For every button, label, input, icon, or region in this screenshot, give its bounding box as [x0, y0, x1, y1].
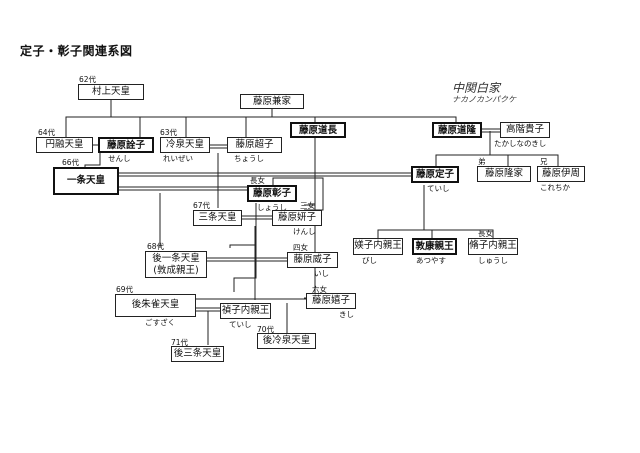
person-gosanjo: 後三条天皇	[171, 346, 224, 362]
rank-label: 兄	[540, 157, 548, 166]
reading-label: あつやす	[416, 256, 446, 265]
handwritten-reading: ナカノカンパクケ	[452, 95, 516, 104]
reading-label: これちか	[540, 183, 570, 192]
order-label: 66代	[62, 158, 80, 167]
order-label: 69代	[116, 285, 134, 294]
person-takaie: 藤原隆家	[477, 166, 531, 182]
person-reizei: 冷泉天皇	[160, 137, 210, 153]
rank-label: 長女	[250, 176, 265, 185]
order-label: 71代	[171, 338, 189, 347]
person-atsuyasu: 敦康親王	[412, 238, 457, 255]
person-goichijo-name: 後一条天皇	[152, 253, 200, 264]
reading-label: しゅうし	[478, 256, 508, 265]
reading-label: れいぜい	[163, 154, 193, 163]
reading-label: せんし	[108, 154, 131, 163]
person-teishi-naishinno: 禎子内親王	[220, 303, 271, 319]
reading-label: ちょうし	[234, 154, 264, 163]
order-label: 64代	[38, 128, 56, 137]
person-ichijo: 一条天皇	[53, 167, 119, 195]
order-label: 63代	[160, 128, 178, 137]
handwritten-note: 中関白家	[452, 81, 501, 95]
page-title: 定子・彰子関連系図	[20, 44, 133, 58]
reading-label: びし	[362, 256, 377, 265]
reading-label: ていし	[229, 320, 252, 329]
rank-label: 弟	[478, 157, 486, 166]
person-murakami: 村上天皇	[78, 84, 144, 100]
order-label: 62代	[79, 75, 97, 84]
person-kishi: 藤原嬉子	[306, 293, 356, 309]
person-enyu: 円融天皇	[36, 137, 93, 153]
reading-label: きし	[339, 310, 354, 319]
person-kaneie: 藤原兼家	[240, 94, 304, 109]
reading-label: しょうし	[257, 203, 287, 212]
rank-label: 三女	[300, 201, 315, 210]
person-takashina: 高階貴子	[500, 122, 550, 138]
person-kenshi: 藤原妍子	[272, 210, 322, 226]
person-bishi: 媄子内親王	[353, 238, 403, 255]
person-senshi: 藤原詮子	[98, 137, 154, 153]
order-label: 70代	[257, 325, 275, 334]
person-goichijo: 後一条天皇 (敦成親王)	[145, 251, 207, 278]
person-gosuzaku: 後朱雀天皇	[115, 294, 196, 317]
reading-label: いし	[314, 269, 329, 278]
person-korechika: 藤原伊周	[537, 166, 585, 182]
person-shoshi: 藤原彰子	[247, 185, 297, 202]
reading-label: ていし	[427, 184, 450, 193]
person-goichijo-alias: (敦成親王)	[153, 265, 199, 276]
rank-label: 六女	[312, 285, 327, 294]
reading-label: けんし	[293, 227, 316, 236]
person-teishi: 藤原定子	[411, 166, 459, 183]
person-michitaka: 藤原道隆	[432, 122, 482, 138]
person-goreizei: 後冷泉天皇	[257, 333, 316, 349]
order-label: 67代	[193, 201, 211, 210]
reading-label: たかしなのきし	[494, 139, 547, 148]
person-ishi: 藤原威子	[287, 252, 338, 268]
rank-label: 長女	[478, 229, 493, 238]
rank-label: 四女	[293, 243, 308, 252]
person-choshi: 藤原超子	[227, 137, 282, 153]
person-sanjo: 三条天皇	[193, 210, 242, 226]
person-michinaga: 藤原道長	[290, 122, 346, 138]
order-label: 68代	[147, 242, 165, 251]
person-shushi: 脩子内親王	[468, 238, 518, 255]
reading-label: ごすざく	[145, 318, 176, 327]
